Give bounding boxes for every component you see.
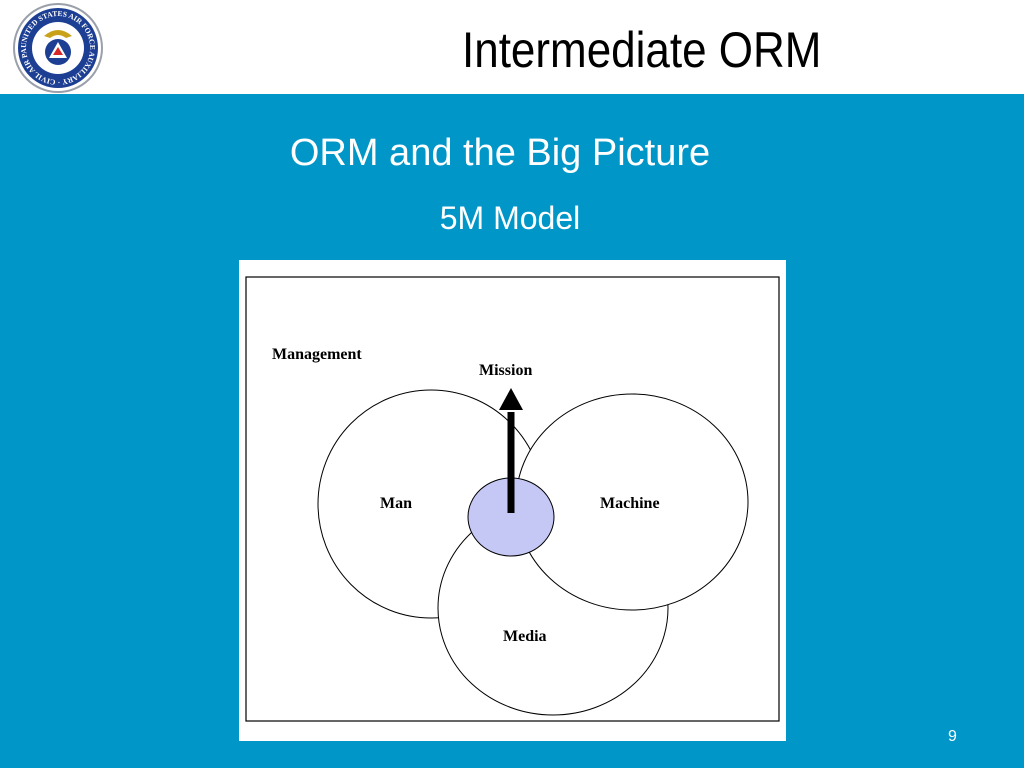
civil-air-patrol-logo-icon: UNITED STATES AIR FORCE AUXILIARY · CIVI… [6,2,103,93]
slide-header: UNITED STATES AIR FORCE AUXILIARY · CIVI… [0,0,1024,94]
page-number: 9 [948,728,957,745]
label-mission: Mission [479,362,532,379]
label-machine: Machine [600,495,660,512]
slide-subtitle: ORM and the Big Picture [289,132,711,174]
slide-content: ORM and the Big Picture 5M Model Managem… [0,94,1024,768]
label-media: Media [503,628,547,645]
page-title: Intermediate ORM [462,22,822,78]
5m-model-diagram: Management Mission Man Machine Media [239,260,786,741]
section-heading: 5M Model [439,200,581,236]
label-management: Management [272,346,362,363]
label-man: Man [380,495,412,512]
5m-model-svg: Management Mission Man Machine Media [245,276,780,722]
mission-arrow-icon [499,388,523,410]
